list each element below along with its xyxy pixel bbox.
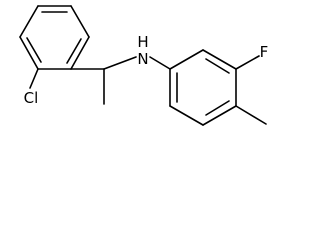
fluorine-label: F — [260, 43, 269, 61]
bond — [19, 36, 39, 70]
double-bond-inner — [66, 38, 82, 64]
fluoromethylphenyl-ring — [169, 49, 237, 126]
bond-n-ring — [149, 56, 171, 70]
bond — [169, 49, 204, 70]
double-bond-inner — [205, 100, 230, 116]
bond — [70, 36, 90, 70]
molecule-structure: H N Cl F — [19, 5, 269, 126]
bond — [19, 5, 39, 38]
double-bond-inner — [26, 37, 42, 63]
bond — [70, 5, 90, 38]
bond — [202, 49, 237, 70]
bond-c-f — [235, 55, 260, 70]
bond-c-methyl — [235, 105, 267, 125]
bond — [169, 105, 204, 126]
amine-h-label: H — [137, 33, 148, 51]
chlorophenyl-ring — [19, 5, 90, 70]
double-bond-inner — [205, 58, 230, 74]
amine-n-label: N — [137, 50, 148, 68]
chlorine-label: Cl — [24, 89, 39, 107]
bond-ch-n — [103, 56, 137, 70]
bond-c-cl — [29, 68, 39, 89]
bond — [202, 105, 237, 126]
